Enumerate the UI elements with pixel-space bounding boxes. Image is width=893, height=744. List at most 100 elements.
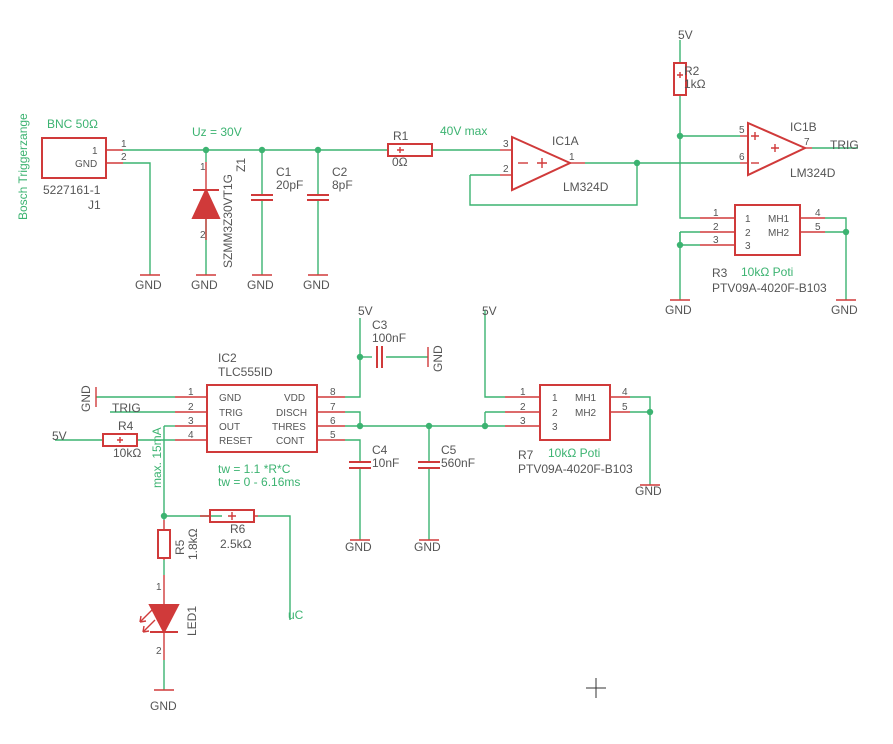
ic1a-pin: 2 <box>503 164 509 175</box>
timing-range: tw = 0 - 6.16ms <box>218 475 300 489</box>
potentiometer-r3: 1 2 3 1 2 3 MH1 MH2 4 5 R3 10kΩ Poti PTV… <box>700 204 827 295</box>
resistor-r1: R1 0Ω <box>387 129 433 169</box>
r7-mh-label: MH2 <box>575 408 597 419</box>
c1-name: C1 <box>276 165 292 179</box>
z1-pin-number: 2 <box>200 230 206 241</box>
j1-value: BNC 50Ω <box>47 117 98 131</box>
r7-pin: 3 <box>552 422 558 433</box>
gnd-label: GND <box>150 699 177 713</box>
r3-mh-label: MH2 <box>768 228 790 239</box>
led1-pin: 1 <box>156 582 162 593</box>
crosshair-cursor-icon <box>586 678 606 698</box>
c2-name: C2 <box>332 165 348 179</box>
r6-value: 2.5kΩ <box>220 537 252 551</box>
r3-part: PTV09A-4020F-B103 <box>712 281 827 295</box>
c3-value: 100nF <box>372 331 406 345</box>
r2-value: 1kΩ <box>684 77 706 91</box>
net-label-uz: Uz = 30V <box>192 125 242 139</box>
timer-ic2: 1 2 3 4 GND TRIG OUT RESET VDD DISCH THR… <box>175 351 345 453</box>
z1-name: Z1 <box>234 158 248 172</box>
net-label-trig-in: TRIG <box>112 401 141 415</box>
gnd-label: GND <box>431 345 445 372</box>
r3-value: 10kΩ Poti <box>741 265 793 279</box>
capacitor-c5: C5 560nF <box>418 443 475 470</box>
r5-value: 1.8kΩ <box>186 528 200 560</box>
capacitor-c2: C2 8pF <box>307 165 353 201</box>
r3-mh-label: MH1 <box>768 214 790 225</box>
capacitor-c1: C1 20pF <box>251 165 303 201</box>
r3-pin: 1 <box>745 214 751 225</box>
r7-pin: 2 <box>520 402 526 413</box>
ic1b-pin: 5 <box>739 125 745 136</box>
net-label-5v: 5V <box>52 429 67 443</box>
connector-j1: 1 GND 1 2 BNC 50Ω 5227161-1 J1 Bosch Tri… <box>16 113 127 220</box>
gnd-label: GND <box>191 278 218 292</box>
ground-symbols: GND GND GND GND GND GND GND GND GND GND … <box>79 274 858 713</box>
resistor-r6: R6 2.5kΩ <box>200 509 258 551</box>
resistor-r2: R2 1kΩ <box>673 62 706 96</box>
r2-name: R2 <box>684 64 700 78</box>
j1-name: J1 <box>88 198 101 212</box>
r3-pin: 1 <box>713 208 719 219</box>
net-label-uc: uC <box>288 608 304 622</box>
led1-pin: 2 <box>156 646 162 657</box>
ic2-pin-label: DISCH <box>276 408 307 419</box>
gnd-label: GND <box>79 385 93 412</box>
capacitor-c3: C3 100nF <box>372 318 406 368</box>
c5-name: C5 <box>441 443 457 457</box>
net-label-5v: 5V <box>482 304 497 318</box>
gnd-label: GND <box>414 540 441 554</box>
c4-value: 10nF <box>372 456 399 470</box>
r1-name: R1 <box>393 129 409 143</box>
ic2-pin: 2 <box>188 402 194 413</box>
r7-pin: 1 <box>552 393 558 404</box>
gnd-label: GND <box>831 303 858 317</box>
r7-value: 10kΩ Poti <box>548 446 600 460</box>
net-label-40v: 40V max <box>440 124 487 138</box>
ic2-pin-label: OUT <box>219 422 240 433</box>
opamp-ic1b: 5 6 7 IC1B LM324D <box>739 120 836 180</box>
current-limit-note: max. 15mA <box>150 427 164 488</box>
ic1a-pin: 3 <box>503 139 509 150</box>
ic1b-part: LM324D <box>790 166 836 180</box>
j1-pin-number: 2 <box>121 152 127 163</box>
j1-pin-label: GND <box>75 159 97 170</box>
c5-value: 560nF <box>441 456 475 470</box>
r3-pin: 4 <box>815 208 821 219</box>
r3-pin: 3 <box>745 241 751 252</box>
ic2-pin: 5 <box>330 430 336 441</box>
gnd-label: GND <box>247 278 274 292</box>
ic2-name: IC2 <box>218 351 237 365</box>
r7-pin: 5 <box>622 402 628 413</box>
r7-pin: 1 <box>520 387 526 398</box>
ic2-pin: 4 <box>188 430 194 441</box>
ic2-pin: 1 <box>188 387 194 398</box>
j1-side-label: Bosch Triggerzange <box>16 113 30 220</box>
gnd-label: GND <box>135 278 162 292</box>
ic2-pin: 6 <box>330 416 336 427</box>
j1-part: 5227161-1 <box>43 183 101 197</box>
r7-part: PTV09A-4020F-B103 <box>518 462 633 476</box>
ic1b-name: IC1B <box>790 120 817 134</box>
opamp-ic1a: 3 2 1 IC1A LM324D <box>500 134 609 194</box>
gnd-label: GND <box>303 278 330 292</box>
r7-pin: 3 <box>520 416 526 427</box>
r7-name: R7 <box>518 448 534 462</box>
r6-name: R6 <box>230 522 246 536</box>
ic2-pin-label: THRES <box>272 422 306 433</box>
c3-name: C3 <box>372 318 388 332</box>
ic2-pin-label: VDD <box>284 393 305 404</box>
net-labels: Uz = 30V 40V max TRIG 5V 5V 5V 5V TRIG u… <box>52 28 859 622</box>
ic2-part: TLC555ID <box>218 365 273 379</box>
c2-value: 8pF <box>332 178 353 192</box>
ic1b-pin: 7 <box>804 137 810 148</box>
r3-name: R3 <box>712 266 728 280</box>
led-led1: 1 2 LED1 <box>139 575 199 660</box>
r3-pin: 3 <box>713 235 719 246</box>
c1-value: 20pF <box>276 178 303 192</box>
r1-value: 0Ω <box>392 155 408 169</box>
gnd-label: GND <box>665 303 692 317</box>
z1-pin-number: 1 <box>200 162 206 173</box>
ic1a-pin: 1 <box>569 152 575 163</box>
